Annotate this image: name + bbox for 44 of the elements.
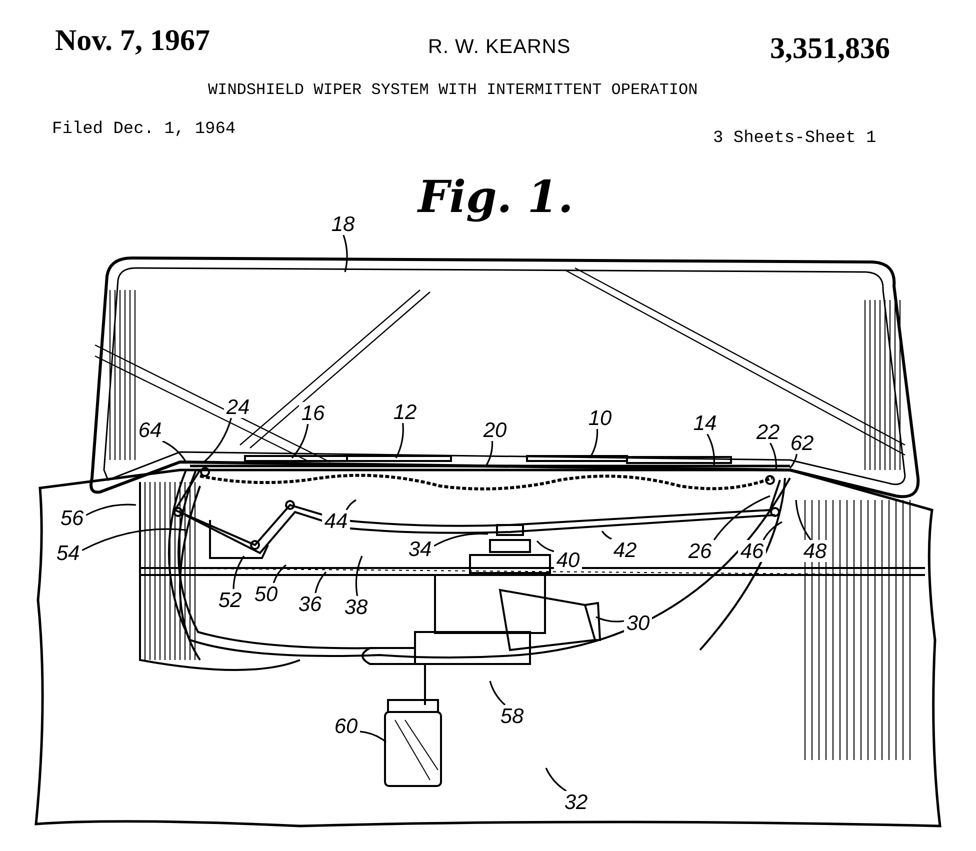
- leader-line: [203, 418, 232, 463]
- callout-number: 40: [554, 549, 582, 571]
- header-text: 3,351,836: [770, 31, 890, 67]
- leader-line: [601, 530, 612, 540]
- patent-title: WINDSHIELD WIPER SYSTEM WITH INTERMITTENT OPERATION: [208, 80, 698, 101]
- header-text: 3 Sheets-Sheet 1: [713, 128, 876, 150]
- header-text: Filed Dec. 1, 1964: [52, 119, 236, 141]
- callout-number: 24: [224, 396, 252, 418]
- leader-line: [770, 442, 777, 472]
- leader-line: [545, 768, 567, 792]
- leader-line: [536, 540, 554, 552]
- callout-number: 22: [754, 421, 782, 443]
- figure-caption: Fig. 1.: [418, 171, 574, 225]
- leader-line: [342, 234, 348, 272]
- callout-number: 16: [299, 402, 327, 424]
- leader-line: [589, 428, 598, 458]
- leader-line: [789, 454, 798, 469]
- leader-line: [596, 616, 624, 622]
- leader-line: [706, 434, 715, 466]
- leader-line: [762, 521, 782, 540]
- leader-line: [355, 556, 363, 596]
- leader-line: [795, 500, 812, 540]
- leader-line: [82, 528, 186, 551]
- leader-line: [489, 680, 506, 706]
- leader-line: [485, 440, 494, 466]
- leader-line: [86, 504, 136, 516]
- callout-number: 30: [624, 612, 652, 634]
- callout-number: 12: [391, 401, 419, 423]
- leader-line: [272, 564, 287, 584]
- header-text: R. W. KEARNS: [428, 35, 571, 60]
- leader-line: [162, 440, 187, 462]
- callout-number: 46: [738, 540, 766, 562]
- leader-line: [360, 730, 386, 743]
- leader-line: [346, 499, 356, 510]
- callout-number: 48: [801, 540, 829, 562]
- header-text: Nov. 7, 1967: [55, 23, 210, 59]
- leader-line: [291, 424, 309, 459]
- callout-number: 18: [329, 213, 357, 235]
- leader-line: [713, 495, 770, 540]
- callout-number: 44: [322, 510, 350, 532]
- leader-line: [232, 556, 245, 590]
- leader-line: [434, 532, 488, 547]
- leader-line: [314, 571, 327, 594]
- leader-line: [395, 422, 404, 458]
